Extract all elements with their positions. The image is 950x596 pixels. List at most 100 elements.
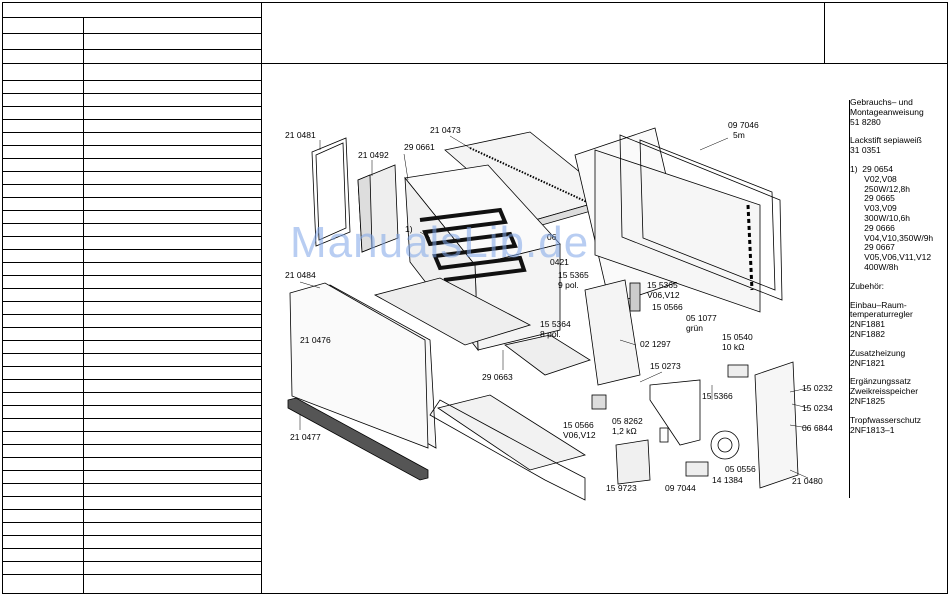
table-row-line: [3, 158, 261, 159]
table-row-line: [3, 301, 261, 302]
label-150232: 15 0232: [802, 383, 833, 393]
box-component: [615, 439, 651, 485]
label-159723: 15 9723: [606, 483, 637, 493]
note-accessories-heading: Zubehör:: [850, 280, 885, 291]
label-210473: 21 0473: [430, 125, 461, 135]
label-150273: 15 0273: [650, 361, 681, 371]
table-column-divider: [83, 17, 84, 593]
label-150540-ohm: 10 kΩ: [722, 342, 744, 352]
label-210492: 21 0492: [358, 150, 389, 160]
note-dual-circuit: Ergänzungssatz Zweikreisspeicher 2NF1825: [850, 376, 919, 406]
label-155365-9pol-text: 9 pol.: [558, 280, 579, 290]
label-051077: 05 1077: [686, 313, 717, 323]
label-021297: 02 1297: [640, 339, 671, 349]
label-097044: 09 7044: [665, 483, 696, 493]
label-150566-variants: V06,V12: [563, 430, 596, 440]
label-150540: 15 0540: [722, 332, 753, 342]
table-row-line: [3, 184, 261, 185]
table-row-line: [3, 509, 261, 510]
label-210477: 21 0477: [290, 432, 321, 442]
label-210484: 21 0484: [285, 270, 316, 280]
side-notes: Gebrauchs– und Montageanweisung 51 8280 …: [850, 97, 950, 444]
table-row-line: [3, 431, 261, 432]
table-row-line: [3, 210, 261, 211]
table-row-line: [3, 496, 261, 497]
notes-rule: [849, 100, 850, 498]
table-row-line: [3, 33, 261, 34]
label-050556: 05 0556: [725, 464, 756, 474]
header-divider: [824, 2, 825, 64]
table-row-line: [3, 262, 261, 263]
table-row-line: [3, 574, 261, 575]
table-row-line: [3, 17, 261, 18]
table-row-line: [3, 288, 261, 289]
table-row-line: [3, 522, 261, 523]
label-066844: 06 6844: [802, 423, 833, 433]
label-150566-b: 15 0566: [563, 420, 594, 430]
label-058262-ohm: 1,2 kΩ: [612, 426, 637, 436]
table-row-line: [3, 223, 261, 224]
table-row-line: [3, 236, 261, 237]
note-manual: Gebrauchs– und Montageanweisung 51 8280: [850, 97, 924, 127]
note-drip-protection: Tropfwasserschutz 2NF1813–1: [850, 414, 922, 435]
table-row-line: [3, 392, 261, 393]
watermark: ManualsLib.de: [290, 218, 590, 267]
table-row-line: [3, 405, 261, 406]
label-058262: 05 8262: [612, 416, 643, 426]
header-box: [262, 2, 948, 64]
table-row-line: [3, 80, 261, 81]
label-155364: 15 5364: [540, 319, 571, 329]
table-row-line: [3, 418, 261, 419]
label-155365-9pol: 15 5365: [558, 270, 589, 280]
table-row-line: [3, 63, 261, 64]
table-row-line: [3, 470, 261, 471]
control-panel: [754, 361, 799, 489]
label-155366: 15 5366: [702, 391, 733, 401]
label-141384: 14 1384: [712, 475, 743, 485]
table-row-line: [3, 197, 261, 198]
table-row-line: [3, 145, 261, 146]
label-155365-variants: V06,V12: [647, 290, 680, 300]
front-panel: [289, 282, 429, 449]
label-0421: 0421: [550, 257, 569, 267]
base-plate: [437, 394, 586, 471]
drawing-frame: [262, 64, 948, 594]
note-thermostat: Einbau–Raum- temperaturregler 2NF1881 2N…: [850, 299, 913, 339]
table-row-line: [3, 379, 261, 380]
label-06: 06: [547, 232, 557, 242]
table-row-line: [3, 49, 261, 50]
label-150566: 15 0566: [652, 302, 683, 312]
table-row-line: [3, 314, 261, 315]
label-097046: 09 7046: [728, 120, 759, 130]
label-155365-v: 15 5365: [647, 280, 678, 290]
table-row-line: [3, 249, 261, 250]
table-row-line: [3, 106, 261, 107]
label-ref1: 1): [405, 224, 413, 234]
label-097046-length: 5m: [733, 130, 745, 140]
label-155364-8pol: 8 pol.: [540, 329, 561, 339]
table-row-line: [3, 366, 261, 367]
label-290663: 29 0663: [482, 372, 513, 382]
table-row-line: [3, 483, 261, 484]
control-unit: [584, 279, 641, 386]
note-paint: Lackstift sepiaweiß 31 0351: [850, 135, 922, 156]
table-row-line: [3, 353, 261, 354]
label-290661: 29 0661: [404, 142, 435, 152]
table-row-line: [3, 340, 261, 341]
label-210476: 21 0476: [300, 335, 331, 345]
parts-list-table: [2, 2, 262, 594]
table-row-line: [3, 119, 261, 120]
base-tray: [373, 277, 532, 346]
table-row-line: [3, 457, 261, 458]
heating-element: [419, 207, 527, 282]
table-row-line: [3, 535, 261, 536]
note-heating-elements: 1) 29 0654 V02,V08 250W/12,8h 29 0665 V0…: [850, 163, 934, 272]
table-row-line: [3, 548, 261, 549]
table-row-line: [3, 93, 261, 94]
table-row-line: [3, 561, 261, 562]
table-row-line: [3, 132, 261, 133]
table-row-line: [3, 444, 261, 445]
label-051077-color: grün: [686, 323, 703, 333]
table-row-line: [3, 275, 261, 276]
